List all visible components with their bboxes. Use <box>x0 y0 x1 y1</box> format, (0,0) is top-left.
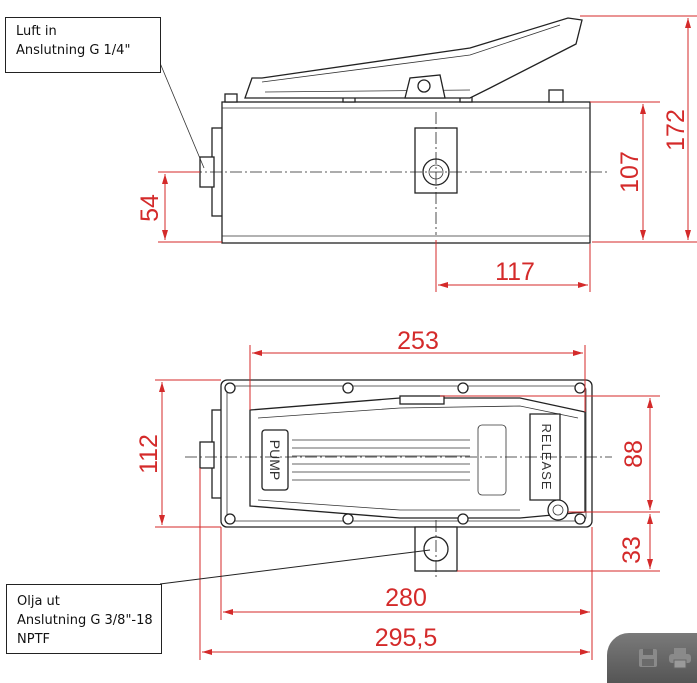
air-in-line2: Anslutning G 1/4" <box>16 43 131 58</box>
dim-54: 54 <box>136 194 164 222</box>
dim-107: 107 <box>616 151 644 193</box>
save-icon <box>639 649 657 667</box>
side-view <box>190 17 610 244</box>
dim-295-5: 295,5 <box>375 624 438 652</box>
print-icon <box>669 648 691 669</box>
dim-253: 253 <box>397 327 439 355</box>
air-in-label: Luft in Anslutning G 1/4" <box>5 17 161 73</box>
oil-out-leader <box>159 549 431 585</box>
dim-33: 33 <box>618 536 646 564</box>
save-button[interactable] <box>637 647 659 669</box>
dim-280: 280 <box>385 584 427 612</box>
dim-112: 112 <box>135 434 163 474</box>
top-dimensions: 253 112 88 33 280 295,5 <box>135 327 660 660</box>
side-dimensions: 172 107 54 117 <box>136 15 697 292</box>
top-view: PUMP RELEASE <box>185 379 612 578</box>
print-button[interactable] <box>668 647 691 669</box>
air-in-line1: Luft in <box>16 24 57 39</box>
air-in-leader <box>159 62 205 169</box>
oil-out-line2: Anslutning G 3/8"-18 <box>17 613 153 628</box>
dim-88: 88 <box>620 440 648 468</box>
oil-out-label: Olja ut Anslutning G 3/8"-18 NPTF <box>6 584 162 654</box>
dim-172: 172 <box>662 109 690 151</box>
oil-out-line3: NPTF <box>17 632 50 647</box>
dim-117: 117 <box>495 258 535 286</box>
pedal-text-pump: PUMP <box>267 440 283 480</box>
viewer-toolbar <box>607 633 697 683</box>
oil-out-line1: Olja ut <box>17 594 60 609</box>
